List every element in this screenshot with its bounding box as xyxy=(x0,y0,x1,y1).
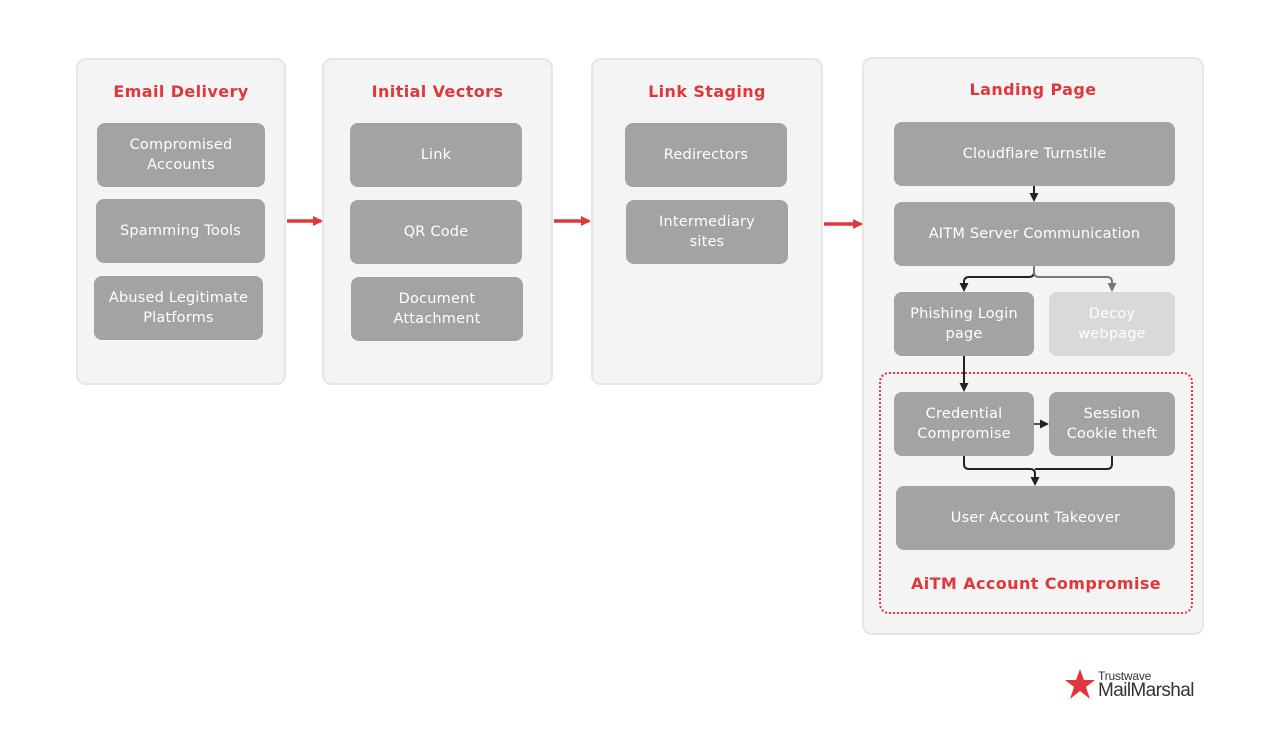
node-qr-code: QR Code xyxy=(350,200,522,264)
arrow-session-to-takeover xyxy=(1035,456,1113,470)
stage-title: Link Staging xyxy=(648,82,766,101)
stage-title: Landing Page xyxy=(969,80,1097,99)
node-aitm-server-communication: AITM Server Communication xyxy=(894,202,1175,266)
node-link: Link xyxy=(350,123,522,187)
stage-title: Email Delivery xyxy=(113,82,249,101)
aitm-group-label: AiTM Account Compromise xyxy=(910,574,1162,593)
node-user-account-takeover: User Account Takeover xyxy=(896,486,1175,550)
node-spamming-tools: Spamming Tools xyxy=(96,199,265,263)
stage-title: Initial Vectors xyxy=(371,82,504,101)
star-icon xyxy=(1065,669,1095,699)
aitm-compromise-group: AiTM Account Compromise xyxy=(879,372,1193,614)
node-redirectors: Redirectors xyxy=(625,123,787,187)
arrow-aitm-to-phishing xyxy=(959,266,1035,292)
brand-mailmarshal: MailMarshal xyxy=(1098,680,1194,701)
arrow-credential-to-takeover xyxy=(963,456,1040,486)
node-cloudflare-turnstile: Cloudflare Turnstile xyxy=(894,122,1175,186)
trustwave-mailmarshal-logo: Trustwave MailMarshal xyxy=(1064,668,1224,708)
arrow-aitm-to-decoy xyxy=(1033,266,1117,292)
brand-trustwave: Trustwave xyxy=(1098,669,1152,683)
